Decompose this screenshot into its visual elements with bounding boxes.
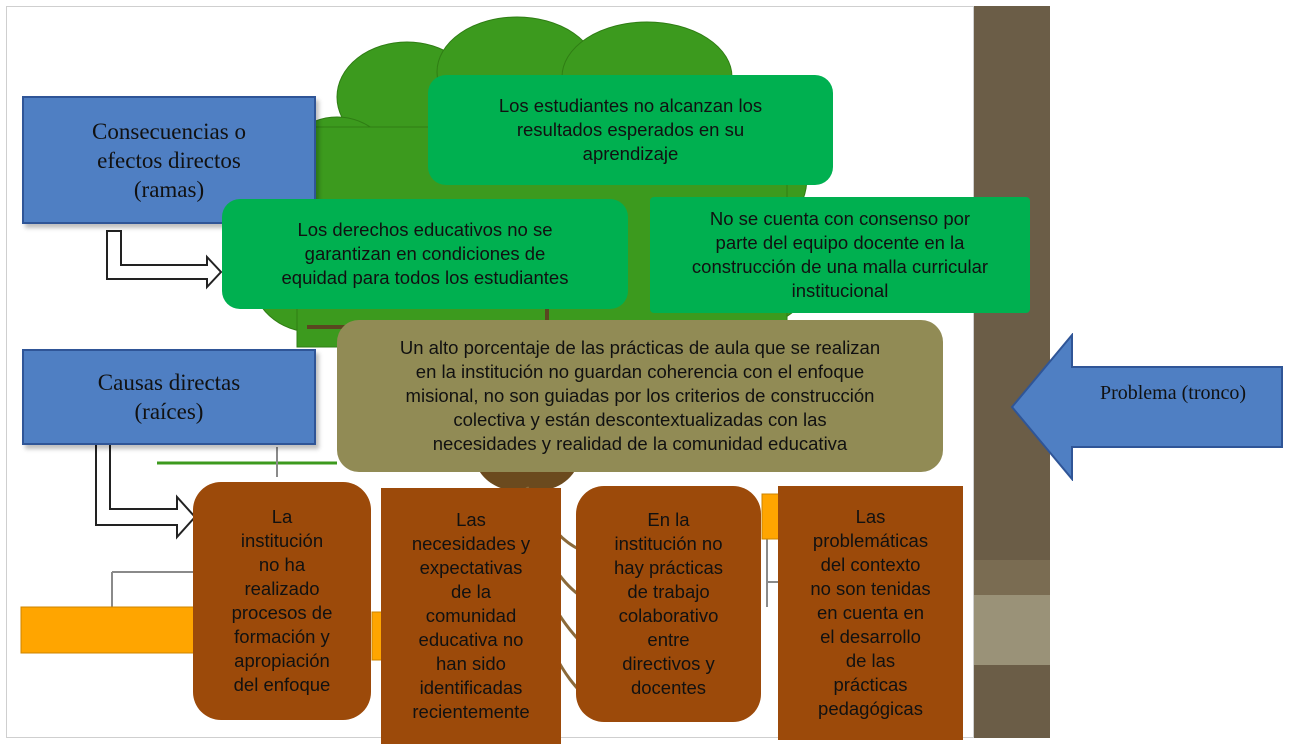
orange-bar-left bbox=[20, 606, 208, 654]
tree-trunk-and-roots bbox=[477, 467, 577, 492]
cause-box-2: Las necesidades y expectativas de la com… bbox=[381, 488, 561, 744]
problem-box: Un alto porcentaje de las prácticas de a… bbox=[337, 320, 943, 472]
effect-box-left: Los derechos educativos no se garantizan… bbox=[222, 199, 628, 309]
gray-connectors bbox=[111, 447, 782, 612]
cause-box-3: En la institución no hay prácticas de tr… bbox=[576, 486, 761, 722]
cause-box-1: La institución no ha realizado procesos … bbox=[193, 482, 371, 720]
cause-box-4: Las problemáticas del contexto no son te… bbox=[778, 486, 963, 740]
effect-box-right: No se cuenta con consenso por parte del … bbox=[650, 197, 1030, 313]
arrow-to-effects bbox=[106, 230, 223, 290]
problem-arrow bbox=[1010, 333, 1283, 481]
problem-arrow-label: Problema (tronco) bbox=[1099, 382, 1247, 404]
wood-panel-light bbox=[974, 595, 1050, 665]
arrow-to-causes bbox=[95, 436, 197, 540]
causes-label-box: Causas directas (raíces) bbox=[22, 349, 316, 445]
wood-panel-shade bbox=[974, 560, 1050, 600]
effect-box-top: Los estudiantes no alcanzan los resultad… bbox=[428, 75, 833, 185]
